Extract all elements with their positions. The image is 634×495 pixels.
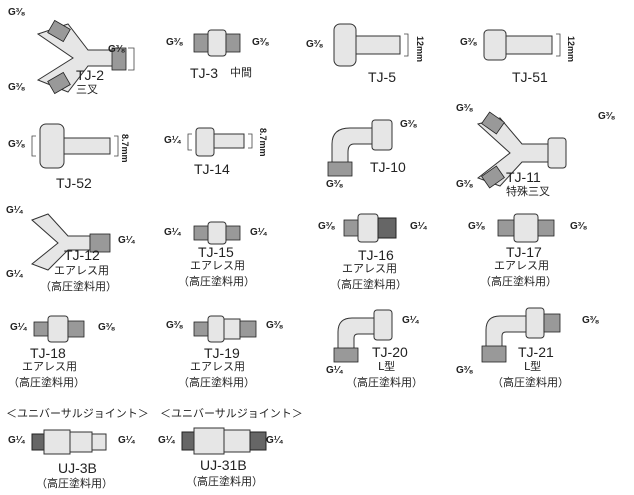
size-label: G³⁄₈ [108,44,126,55]
size-label: G¹⁄₄ [250,227,268,238]
part-code: TJ-15 [198,244,234,260]
size-label: G³⁄₈ [400,119,418,130]
part-note: 三叉 [76,83,98,96]
size-label: G³⁄₈ [266,320,284,331]
size-label: G¹⁄₄ [6,269,24,280]
universal-joint-drawing [31,429,107,455]
size-label: G¹⁄₄ [118,235,136,246]
fitting-drawing [343,213,397,243]
fitting-drawing [193,315,257,343]
part-code: TJ-16 [358,247,394,263]
section-heading: ＜ユニバーサルジョイント＞ [6,407,149,420]
part-code: UJ-3B [58,460,97,476]
part-code: TJ-17 [506,244,542,260]
section-heading: ＜ユニバーサルジョイント＞ [160,407,303,420]
size-label: G³⁄₈ [8,7,26,18]
part-note: L型 [378,360,396,373]
size-label: G¹⁄₄ [164,135,182,146]
dimension-label: 12mm [566,36,576,63]
part-note-2: （高圧塗料用） [36,477,113,490]
size-label: G¹⁄₄ [10,322,28,333]
part-note-2: （高圧塗料用） [178,376,255,389]
part-code: TJ-51 [512,69,548,85]
part-note-2: （高圧塗料用） [8,376,85,389]
part-note-2: （高圧塗料用） [40,280,117,293]
size-label: G¹⁄₄ [326,365,344,376]
part-code: TJ-3 [190,65,218,81]
fitting-drawing [31,123,119,169]
size-label: G³⁄₈ [326,179,344,190]
part-note-2: （高圧塗料用） [330,278,407,291]
size-label: G³⁄₈ [8,139,26,150]
size-label: G³⁄₈ [318,221,336,232]
part-code: TJ-20 [372,344,408,360]
part-code: TJ-10 [370,159,406,175]
fitting-drawing [333,23,409,67]
size-label: G¹⁄₄ [6,205,24,216]
part-note: 特殊三叉 [506,185,550,198]
fitting-drawing [33,315,85,343]
fitting-drawing [483,29,561,61]
part-code: TJ-11 [506,169,541,185]
part-note: 中間 [230,66,252,79]
part-code: UJ-31B [200,457,247,473]
size-label: G¹⁄₄ [158,435,176,446]
size-label: G³⁄₈ [598,111,616,122]
size-label: G¹⁄₄ [266,435,284,446]
part-note-2: （高圧塗料用） [492,376,569,389]
part-code: TJ-18 [30,345,66,361]
size-label: G³⁄₈ [166,320,184,331]
y-fitting-drawing [31,213,111,271]
part-note-2: （高圧塗料用） [178,275,255,288]
size-label: G³⁄₈ [456,365,474,376]
size-label: G¹⁄₄ [118,435,136,446]
part-code: TJ-14 [194,161,230,177]
size-label: G³⁄₈ [252,37,270,48]
dimension-label: 12mm [415,36,425,63]
size-label: G³⁄₈ [468,221,486,232]
fitting-drawing [497,213,555,243]
size-label: G³⁄₈ [166,37,184,48]
dimension-label: 8.7mm [120,134,130,163]
part-note-2: （高圧塗料用） [186,475,263,488]
part-note: エアレス用 [494,259,549,272]
size-label: G³⁄₈ [460,37,478,48]
part-code: TJ-12 [64,247,100,263]
size-label: G³⁄₈ [570,221,588,232]
elbow-fitting-drawing [333,309,393,363]
size-label: G³⁄₈ [456,103,474,114]
fitting-drawing [193,29,241,57]
part-code: TJ-19 [204,345,240,361]
fitting-drawing [193,221,241,245]
size-label: G¹⁄₄ [164,227,182,238]
part-code: TJ-2 [76,67,104,83]
part-note: L型 [524,360,542,373]
dimension-label: 8.7mm [258,128,268,157]
elbow-fitting-drawing [327,119,393,177]
part-note: エアレス用 [190,259,245,272]
fitting-drawing [187,127,253,157]
size-label: G³⁄₈ [8,82,26,93]
part-note: エアレス用 [22,360,77,373]
size-label: G¹⁄₄ [410,221,428,232]
size-label: G³⁄₈ [582,315,600,326]
part-code: TJ-5 [368,69,396,85]
y-fitting-drawing [36,19,135,95]
part-note-2: （高圧塗料用） [346,376,423,389]
part-code: TJ-52 [56,175,92,191]
y-fitting-drawing [476,111,567,189]
part-note: エアレス用 [54,264,109,277]
size-label: G³⁄₈ [306,39,324,50]
part-code: TJ-21 [518,344,554,360]
size-label: G¹⁄₄ [402,315,420,326]
part-note-2: （高圧塗料用） [480,275,557,288]
universal-joint-drawing [181,427,267,455]
elbow-fitting-drawing [481,307,561,363]
size-label: G³⁄₈ [456,179,474,190]
size-label: G¹⁄₄ [8,435,26,446]
size-label: G³⁄₈ [98,322,116,333]
part-note: エアレス用 [342,262,397,275]
part-note: エアレス用 [190,360,245,373]
